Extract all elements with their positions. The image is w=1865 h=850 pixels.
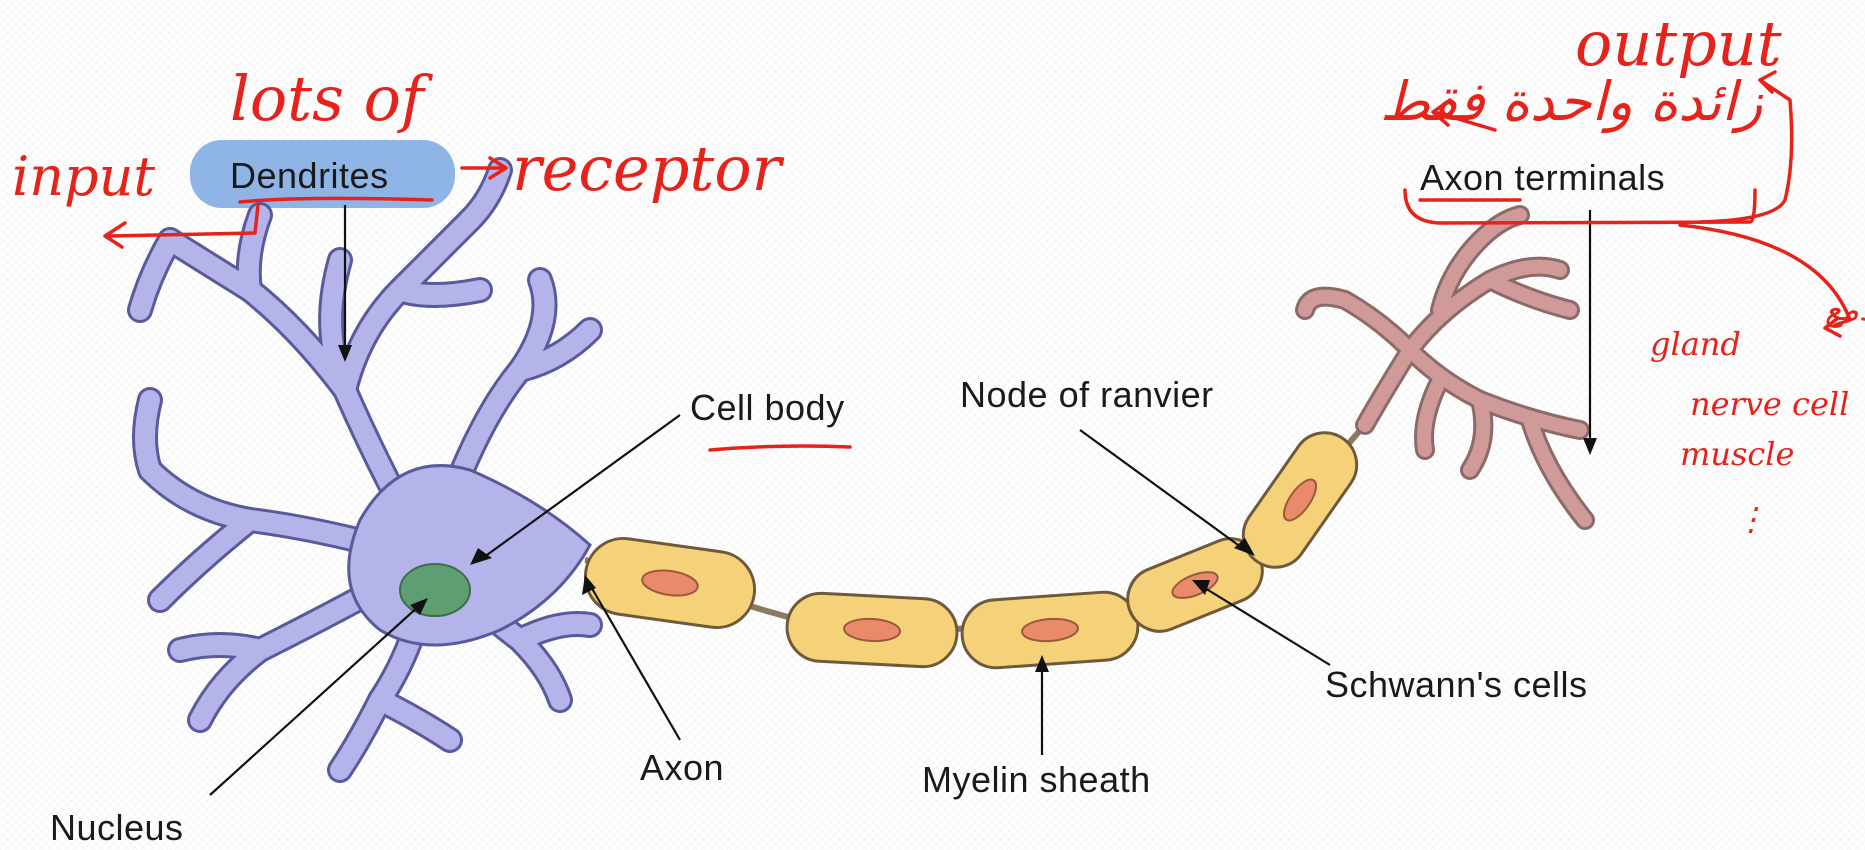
annotation-lots-of: lots of (230, 62, 434, 135)
annotation-muscle: muscle (1680, 435, 1794, 473)
annotation-arabic-one-process: زائدة واحدة فقط (1380, 70, 1763, 134)
label-axon-terminals: Axon terminals (1420, 157, 1665, 198)
label-axon-terminals-axon: Axon (1420, 157, 1504, 198)
label-axon: Axon (640, 747, 724, 788)
annotation-ellipsis: ⋮ (1735, 500, 1767, 538)
annotation-nerve-cell: nerve cell (1690, 385, 1849, 423)
annotation-receptor: receptor (512, 132, 785, 205)
annotation-input: input (12, 145, 155, 208)
annotation-gland: gland (1650, 325, 1741, 363)
annotation-arabic-ends: تتحدمع (1825, 290, 1865, 328)
label-dendrites: Dendrites (230, 155, 389, 196)
label-schwanns-cells: Schwann's cells (1325, 664, 1588, 705)
label-myelin-sheath: Myelin sheath (922, 759, 1151, 800)
label-nucleus: Nucleus (50, 807, 184, 848)
cell-body-dendrites (140, 170, 590, 770)
nucleus-shape (400, 564, 470, 616)
label-cell-body: Cell body (690, 387, 845, 428)
label-axon-terminals-rest: terminals (1504, 157, 1665, 198)
label-node-of-ranvier: Node of ranvier (960, 374, 1214, 415)
red-annotations: lots of input receptor output زائدة واحد… (12, 7, 1865, 538)
myelin-sheath-segments (581, 420, 1370, 670)
